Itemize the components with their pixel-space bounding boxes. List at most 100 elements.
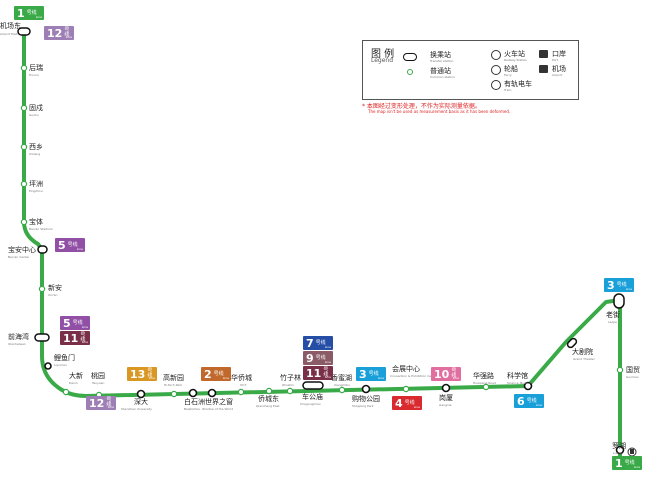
legend-border-en: Port — [552, 58, 558, 62]
legend-ferry: 轮船 — [504, 65, 518, 73]
station-pingzhou[interactable] — [20, 180, 28, 188]
label-gushu: 固戍 — [29, 104, 43, 112]
label-xixiang-en: Xixiang — [29, 152, 41, 156]
legend-border: 口岸 — [552, 50, 566, 58]
label-baishizhou: 白石洲 — [184, 398, 205, 406]
interchange-dajuyuan[interactable] — [566, 337, 578, 349]
station-baoti[interactable] — [20, 218, 28, 226]
label-xiangmihu-en: Xiangmihu — [334, 383, 351, 387]
train-icon — [491, 50, 501, 60]
interchange-qianhaiwan[interactable] — [34, 333, 50, 342]
tram-icon — [491, 80, 501, 90]
label-baoanzhongxin-en: Bao'an Center — [8, 255, 30, 259]
station-guomao[interactable] — [616, 366, 624, 374]
label-shenda: 深大 — [134, 398, 148, 406]
legend-interchange-en: Transfer station — [430, 59, 454, 63]
legend-tram: 有轨电车 — [504, 80, 532, 88]
label-taoyuan-en: Taoyuan — [92, 381, 105, 385]
station-xinan[interactable] — [38, 285, 46, 293]
legend-normal: 普通站 — [430, 67, 451, 75]
label-baoti: 宝体 — [29, 218, 43, 226]
label-luohu-en: Luohu — [613, 451, 623, 455]
interchange-shenda[interactable] — [136, 389, 146, 399]
label-gouwugongyuan: 购物公园 — [352, 395, 380, 403]
legend-title: 图 例 — [371, 49, 395, 60]
legend-ferry-en: Ferry — [504, 73, 512, 77]
station-gushu[interactable] — [20, 104, 28, 112]
label-qianhaiwan: 前海湾 — [8, 333, 29, 341]
station-huaqiaocheng[interactable] — [237, 388, 245, 396]
label-huaqianglu: 华强路 — [473, 372, 494, 380]
label-qianhaiwan-en: Qianhaiwan — [8, 342, 26, 346]
label-taoyuan: 桃园 — [91, 372, 105, 380]
interchange-chegongmiao[interactable] — [302, 381, 324, 390]
interchange-gouwugongyuan[interactable] — [361, 384, 371, 394]
station-huizhanzhongxin[interactable] — [402, 385, 410, 393]
label-zhuzilin-en: Zhuzilin — [282, 383, 294, 387]
interchange-gangxia[interactable] — [441, 383, 451, 393]
label-gaoxinyuan-en: Hi-Tech Park — [164, 383, 183, 387]
station-gaoxinyuan[interactable] — [170, 390, 178, 398]
station-xixiang[interactable] — [20, 143, 28, 151]
label-dajuyuan-en: Grand Theater — [573, 357, 595, 361]
interchange-liyumen[interactable] — [44, 362, 52, 370]
label-gushu-en: Gushu — [29, 113, 39, 117]
label-jichangdong-en: Airport East — [0, 32, 18, 36]
station-zhuzilin[interactable] — [286, 387, 294, 395]
station-xiangmihu[interactable] — [338, 386, 346, 394]
label-zhuzilin: 竹子林 — [280, 374, 301, 382]
legend-tram-en: Tram — [504, 88, 512, 92]
ferry-icon — [491, 65, 501, 75]
station-daxin[interactable] — [62, 388, 70, 396]
railway-icon — [627, 447, 637, 457]
interchange-laojie[interactable] — [613, 293, 625, 309]
station-huaqianglu[interactable] — [482, 383, 490, 391]
label-huaqiaocheng-en: OCT — [240, 383, 247, 387]
label-shenda-en: Shenzhen University — [121, 407, 152, 411]
interchange-baishizhou[interactable] — [188, 388, 198, 398]
label-jichangdong: 机场东 — [0, 22, 21, 30]
label-guomao: 国贸 — [626, 366, 640, 374]
label-xixiang: 西乡 — [29, 143, 43, 151]
label-shijiezhichuang-en: Window of the World — [202, 407, 234, 411]
label-baoanzhongxin: 宝安中心 — [8, 246, 36, 254]
label-dajuyuan: 大剧院 — [572, 348, 593, 356]
label-kexueguan-en: Science Museum — [507, 381, 533, 385]
legend-box: 图 例 Legend 换乘站 Transfer station 普通站 Comm… — [362, 40, 579, 100]
label-gaoxinyuan: 高新园 — [163, 374, 184, 382]
interchange-symbol-icon — [403, 53, 417, 61]
label-xinan: 新安 — [48, 284, 62, 292]
label-huizhanzhongxin: 会展中心 — [392, 365, 420, 373]
label-huaqianglu-en: Huaqiang Road — [473, 381, 496, 385]
interchange-luohu[interactable] — [615, 445, 625, 455]
border-port-icon — [539, 50, 548, 58]
legend-note: * 本图经过变形处理，不作为实际测量依据。 — [362, 103, 481, 110]
interchange-baoanzhongxin[interactable] — [37, 245, 48, 254]
label-houruil: 后瑞 — [29, 64, 43, 72]
label-liyumen-en: Liyumen — [54, 363, 67, 367]
station-qiaochengdong[interactable] — [265, 387, 273, 395]
interchange-kexueguan[interactable] — [523, 381, 533, 391]
label-xiangmihu: 香蜜湖 — [331, 374, 352, 382]
label-pingzhou-en: Pingzhou — [29, 189, 43, 193]
station-houruil[interactable] — [20, 64, 28, 72]
interchange-jichangdong[interactable] — [17, 27, 31, 36]
interchange-shijiezhichuang[interactable] — [207, 388, 217, 398]
